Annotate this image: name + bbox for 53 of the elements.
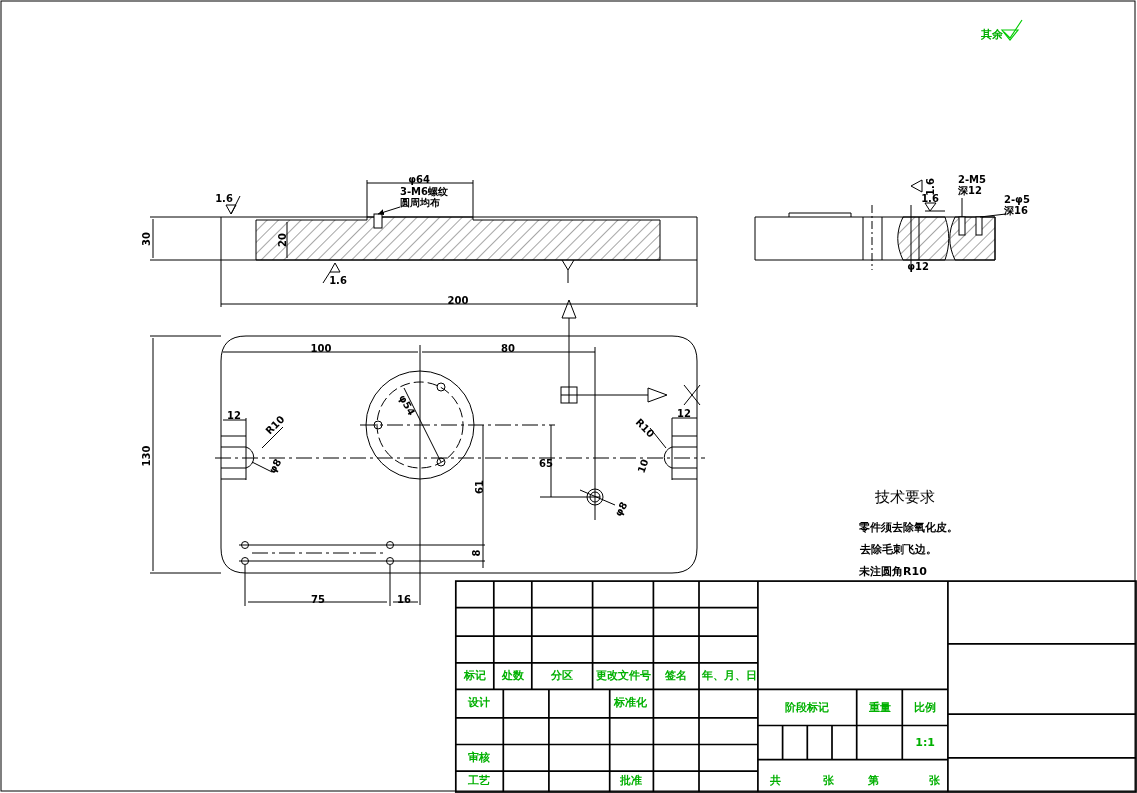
table-label: 重量	[868, 702, 891, 715]
dimension-text: 200	[447, 294, 469, 306]
dimension-text: 130	[140, 445, 152, 467]
table-label: 比例	[914, 702, 937, 715]
note-text: 未注圆角R10	[859, 564, 927, 578]
dimension-text: 30	[140, 232, 152, 246]
table-label: 批准	[619, 774, 642, 787]
callout-note: 2-M5 深12	[958, 174, 992, 196]
callout-note: 2-φ5 深16	[1004, 194, 1040, 216]
roughness-value: 1.6	[329, 274, 347, 286]
dimension-text: 10	[635, 457, 651, 475]
hole	[373, 213, 383, 229]
heading: 技术要求	[875, 488, 935, 506]
dimension-text: 20	[276, 233, 288, 247]
table-label: 工艺	[467, 774, 490, 787]
note-text: 零件须去除氧化皮。	[858, 520, 958, 534]
table-label: 更改文件号	[595, 670, 651, 683]
leader-line	[961, 197, 963, 218]
leader-line	[377, 206, 401, 216]
dimension-text: 65	[539, 457, 553, 469]
table-label: 张	[929, 774, 941, 787]
table-label: 审核	[467, 751, 490, 764]
table-label: 标准化	[614, 696, 648, 709]
dimension-text: 12	[677, 407, 691, 419]
table-label: 1:1	[915, 736, 935, 749]
table-label: 设计	[467, 696, 490, 709]
dimension-text: φ64	[408, 173, 430, 185]
table-label: 年、月、日	[701, 670, 757, 683]
roughness-value: 1.6	[215, 192, 233, 204]
table-label: 标记	[463, 670, 486, 683]
dimension-text: 8	[470, 549, 482, 557]
dimension-text: 16	[397, 593, 411, 605]
table-label: 签名	[665, 670, 688, 683]
table-label: 张	[822, 774, 834, 787]
hole	[958, 216, 966, 236]
dimension-text: φ8	[266, 456, 284, 476]
table-label: 共	[769, 774, 781, 787]
dimension-text: 80	[501, 342, 515, 354]
dimension-text: 75	[311, 593, 325, 605]
dimension-text: 100	[310, 342, 332, 354]
note-text: 去除毛刺飞边。	[859, 542, 937, 556]
table-label: 第	[868, 774, 880, 787]
callout-note: 3-M6螺纹圆周均布	[400, 186, 454, 208]
dimension-text: φ12	[907, 260, 929, 272]
roughness-note: 其余	[981, 28, 1003, 40]
leader-line	[979, 213, 1007, 218]
table-label: 处数	[501, 670, 524, 683]
dimension-text: 12	[227, 409, 241, 421]
dimension-text: φ8	[612, 499, 630, 519]
hole	[975, 216, 983, 236]
dimension-text: 61	[473, 480, 485, 494]
table-label: 阶段标记	[785, 702, 830, 715]
table-label: 分区	[551, 670, 574, 683]
